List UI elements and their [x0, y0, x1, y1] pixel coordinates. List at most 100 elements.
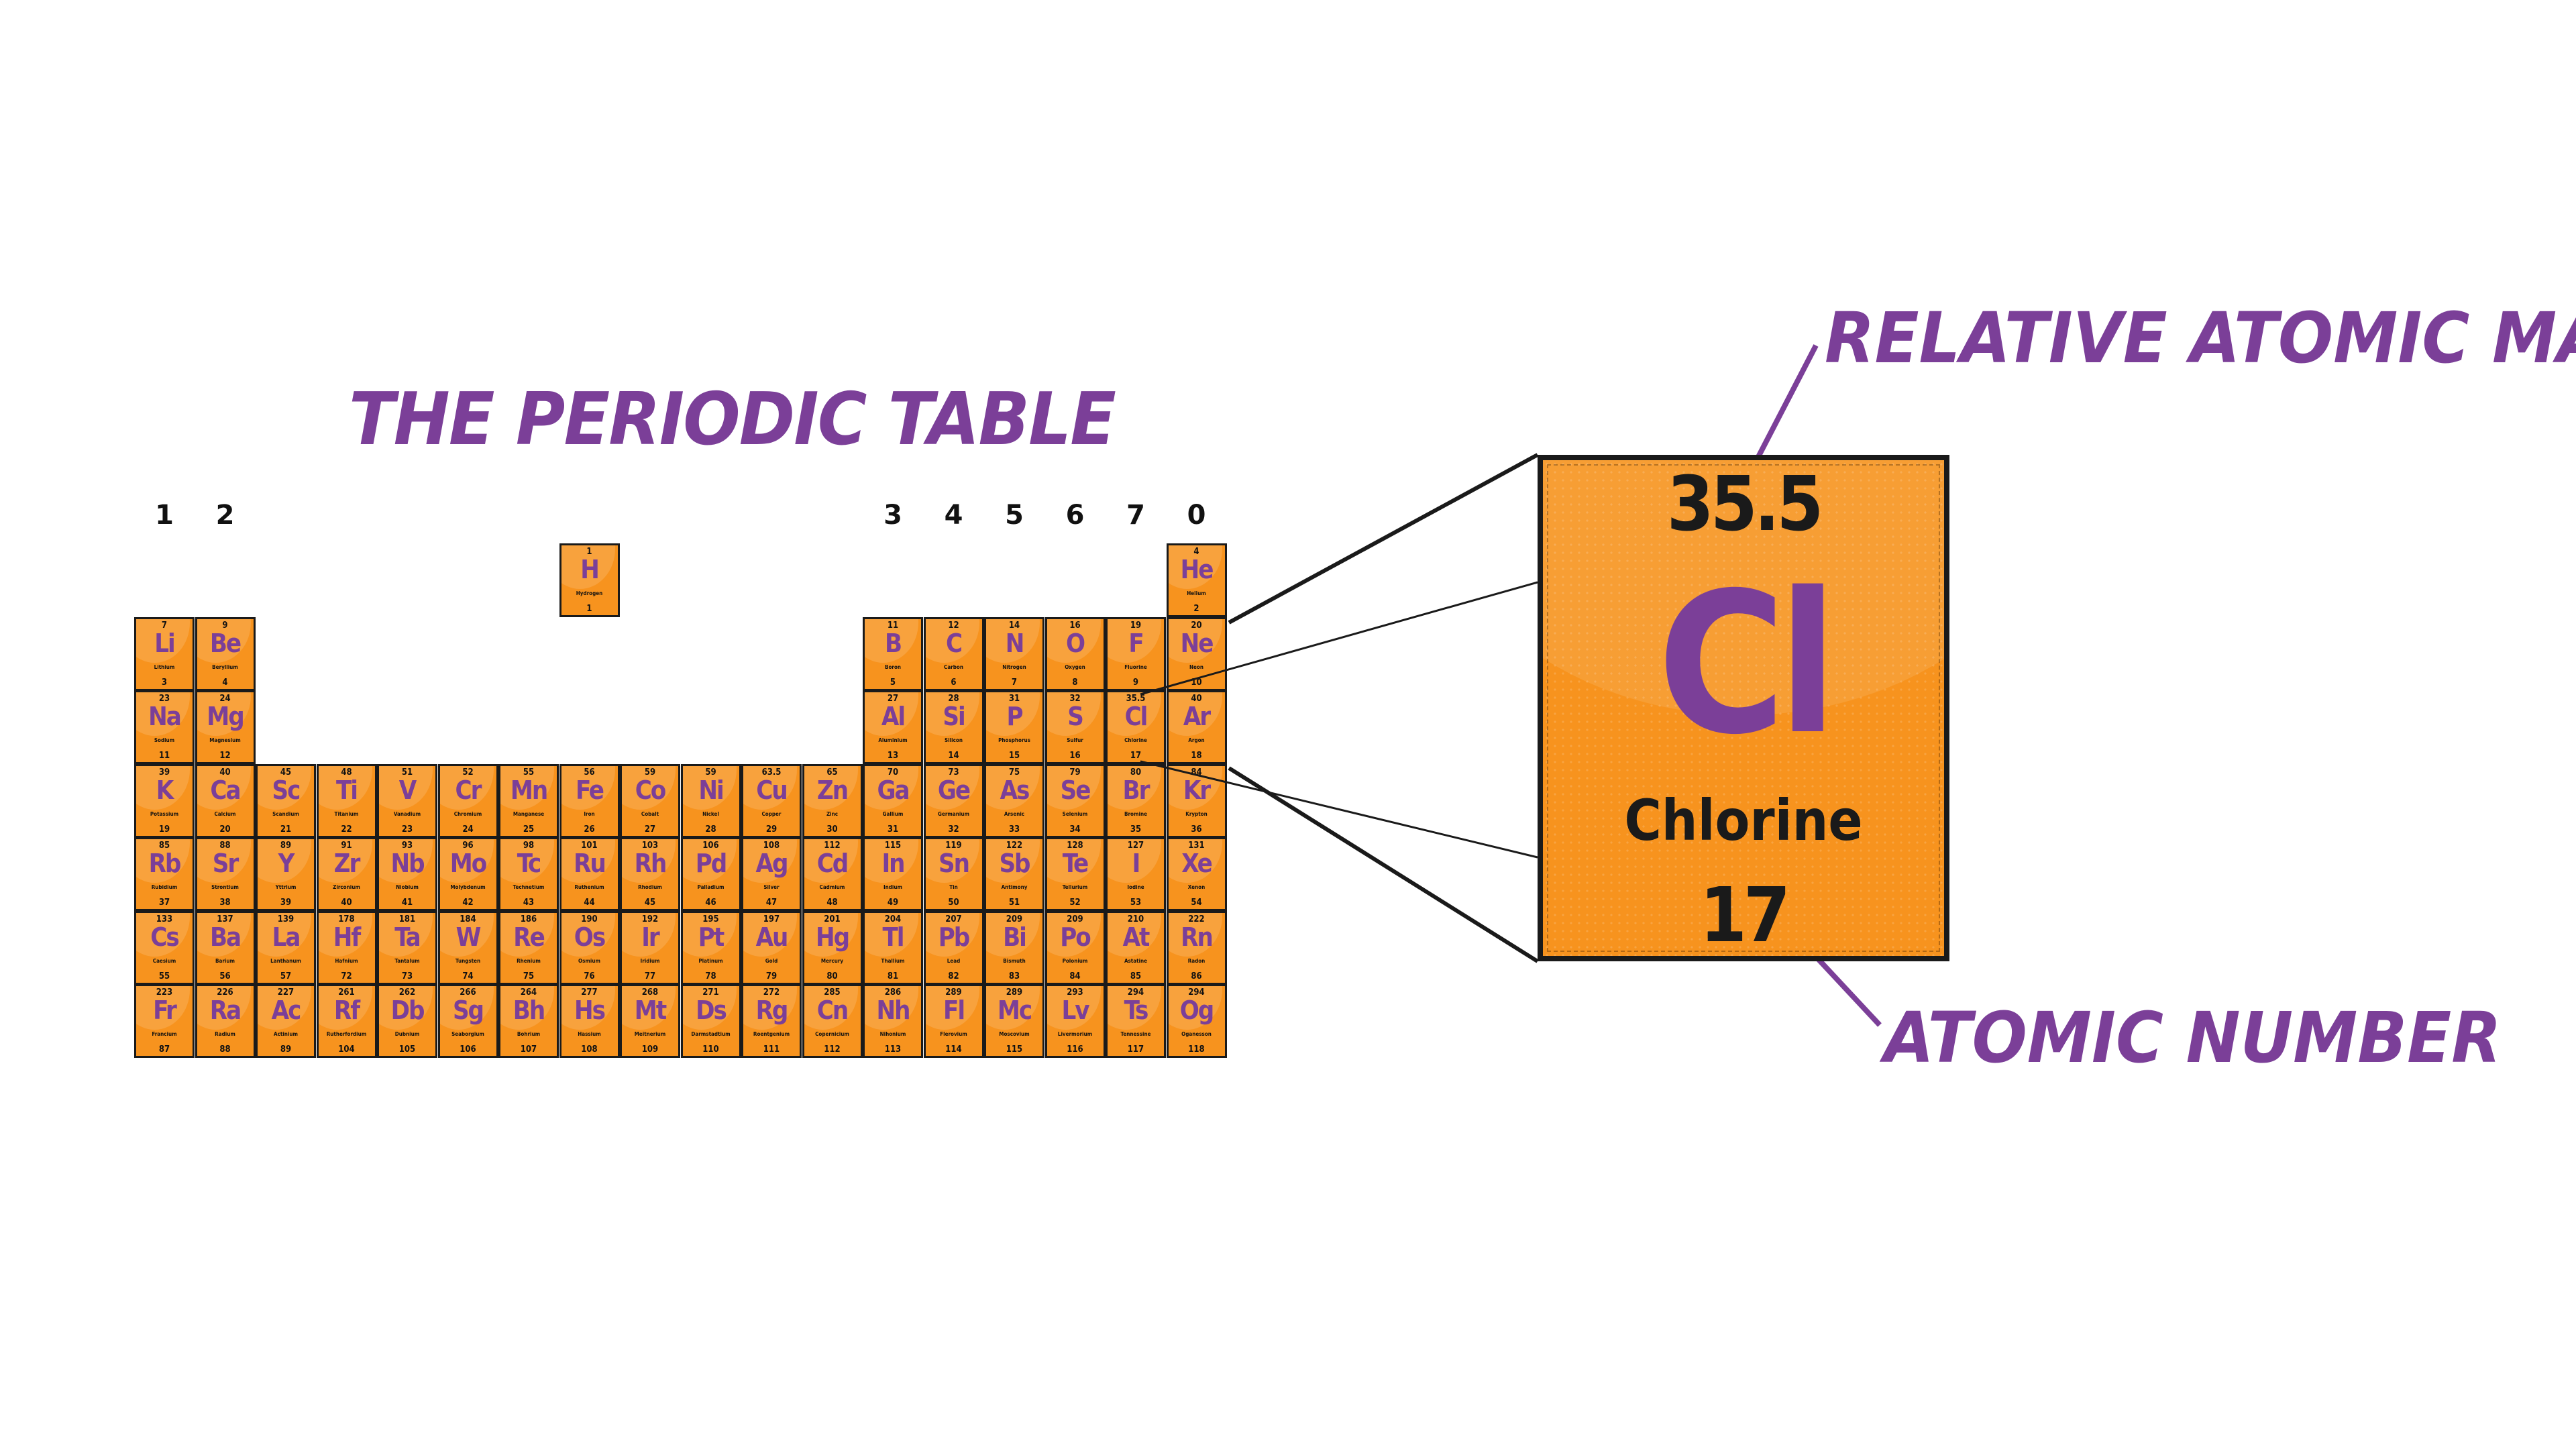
- element-mass: 20: [1191, 620, 1202, 631]
- element-symbol: Ta: [394, 922, 421, 952]
- element-mass: 93: [401, 841, 413, 851]
- element-number: 87: [158, 1044, 170, 1055]
- element-name: Gallium: [882, 810, 904, 817]
- element-number: 44: [584, 898, 595, 908]
- element-number: 51: [1008, 898, 1020, 908]
- element-symbol: Co: [635, 775, 667, 805]
- element-symbol: Si: [943, 702, 965, 731]
- element-mass: 209: [1006, 914, 1023, 924]
- element-number: 76: [584, 971, 595, 981]
- element-symbol: I: [1132, 849, 1141, 878]
- element-name: Actinium: [274, 1031, 298, 1037]
- element-number: 41: [401, 898, 413, 908]
- element-symbol: Cl: [1124, 702, 1148, 731]
- element-number: 78: [705, 971, 716, 981]
- element-number: 17: [1130, 751, 1142, 761]
- element-name: Strontium: [211, 884, 239, 890]
- element-name: Lead: [947, 957, 961, 964]
- element-number: 32: [948, 824, 959, 835]
- element-number: 31: [887, 824, 899, 835]
- element-name: Dubnium: [394, 1031, 420, 1037]
- element-name: Iridium: [640, 957, 660, 964]
- element-number: 88: [219, 1044, 231, 1055]
- element-mass: 190: [581, 914, 598, 924]
- element-name: Tennessine: [1120, 1031, 1151, 1037]
- element-symbol: Zr: [333, 849, 361, 878]
- element-number: 105: [398, 1044, 416, 1055]
- element-number: 54: [1191, 898, 1202, 908]
- element-name: Germanium: [938, 810, 969, 817]
- element-symbol: W: [455, 922, 482, 952]
- element-name: Seaborgium: [451, 1031, 484, 1037]
- element-symbol: La: [272, 922, 301, 952]
- element-symbol: Nh: [876, 996, 911, 1025]
- element-name: Yttrium: [275, 884, 297, 890]
- element-number: 114: [945, 1044, 962, 1055]
- element-number: 74: [462, 971, 474, 981]
- element-symbol: Hf: [333, 922, 361, 952]
- element-number: 75: [523, 971, 535, 981]
- element-number: 33: [1008, 824, 1020, 835]
- element-mass: 28: [948, 694, 959, 704]
- element-name: Mercury: [820, 957, 844, 964]
- element-number: 118: [1188, 1044, 1205, 1055]
- element-mass: 40: [219, 767, 231, 777]
- element-mass: 59: [705, 767, 716, 777]
- element-symbol: Bh: [513, 996, 545, 1025]
- group-header: 1: [155, 500, 174, 531]
- element-symbol: Pb: [938, 922, 971, 952]
- element-name: Xenon: [1187, 884, 1205, 890]
- element-number: 115: [1006, 1044, 1023, 1055]
- element-name: Beryllium: [212, 663, 238, 670]
- group-header: 4: [944, 500, 963, 531]
- element-name: Bohrium: [517, 1031, 541, 1037]
- element-mass: 286: [884, 987, 902, 998]
- element-name: Roentgenium: [753, 1031, 790, 1037]
- element-mass: 226: [217, 987, 233, 998]
- element-symbol: Ac: [271, 996, 302, 1025]
- element-number: 12: [219, 751, 231, 761]
- element-number: 29: [765, 824, 777, 835]
- element-name: Francium: [152, 1031, 177, 1037]
- element-name: Rubidium: [151, 884, 178, 890]
- element-name: Livermorium: [1057, 1031, 1093, 1037]
- element-name: Sodium: [154, 737, 175, 743]
- element-mass: 59: [644, 767, 656, 777]
- element-mass: 222: [1188, 914, 1205, 924]
- element-name: Vanadium: [393, 810, 421, 817]
- element-mass: 45: [280, 767, 292, 777]
- element-name: Tungsten: [455, 957, 481, 964]
- chlorine-zoom-card: 35.5 Cl Chlorine 17: [1538, 455, 1949, 961]
- element-symbol: Kr: [1183, 775, 1211, 805]
- element-mass: 112: [824, 841, 841, 851]
- element-number: 106: [460, 1044, 476, 1055]
- element-mass: 262: [398, 987, 416, 998]
- relative-atomic-mass-label: RELATIVE ATOMIC MASS: [1825, 297, 2576, 379]
- element-name: Radium: [215, 1031, 235, 1037]
- element-symbol: He: [1180, 555, 1214, 584]
- element-name: Osmium: [578, 957, 600, 964]
